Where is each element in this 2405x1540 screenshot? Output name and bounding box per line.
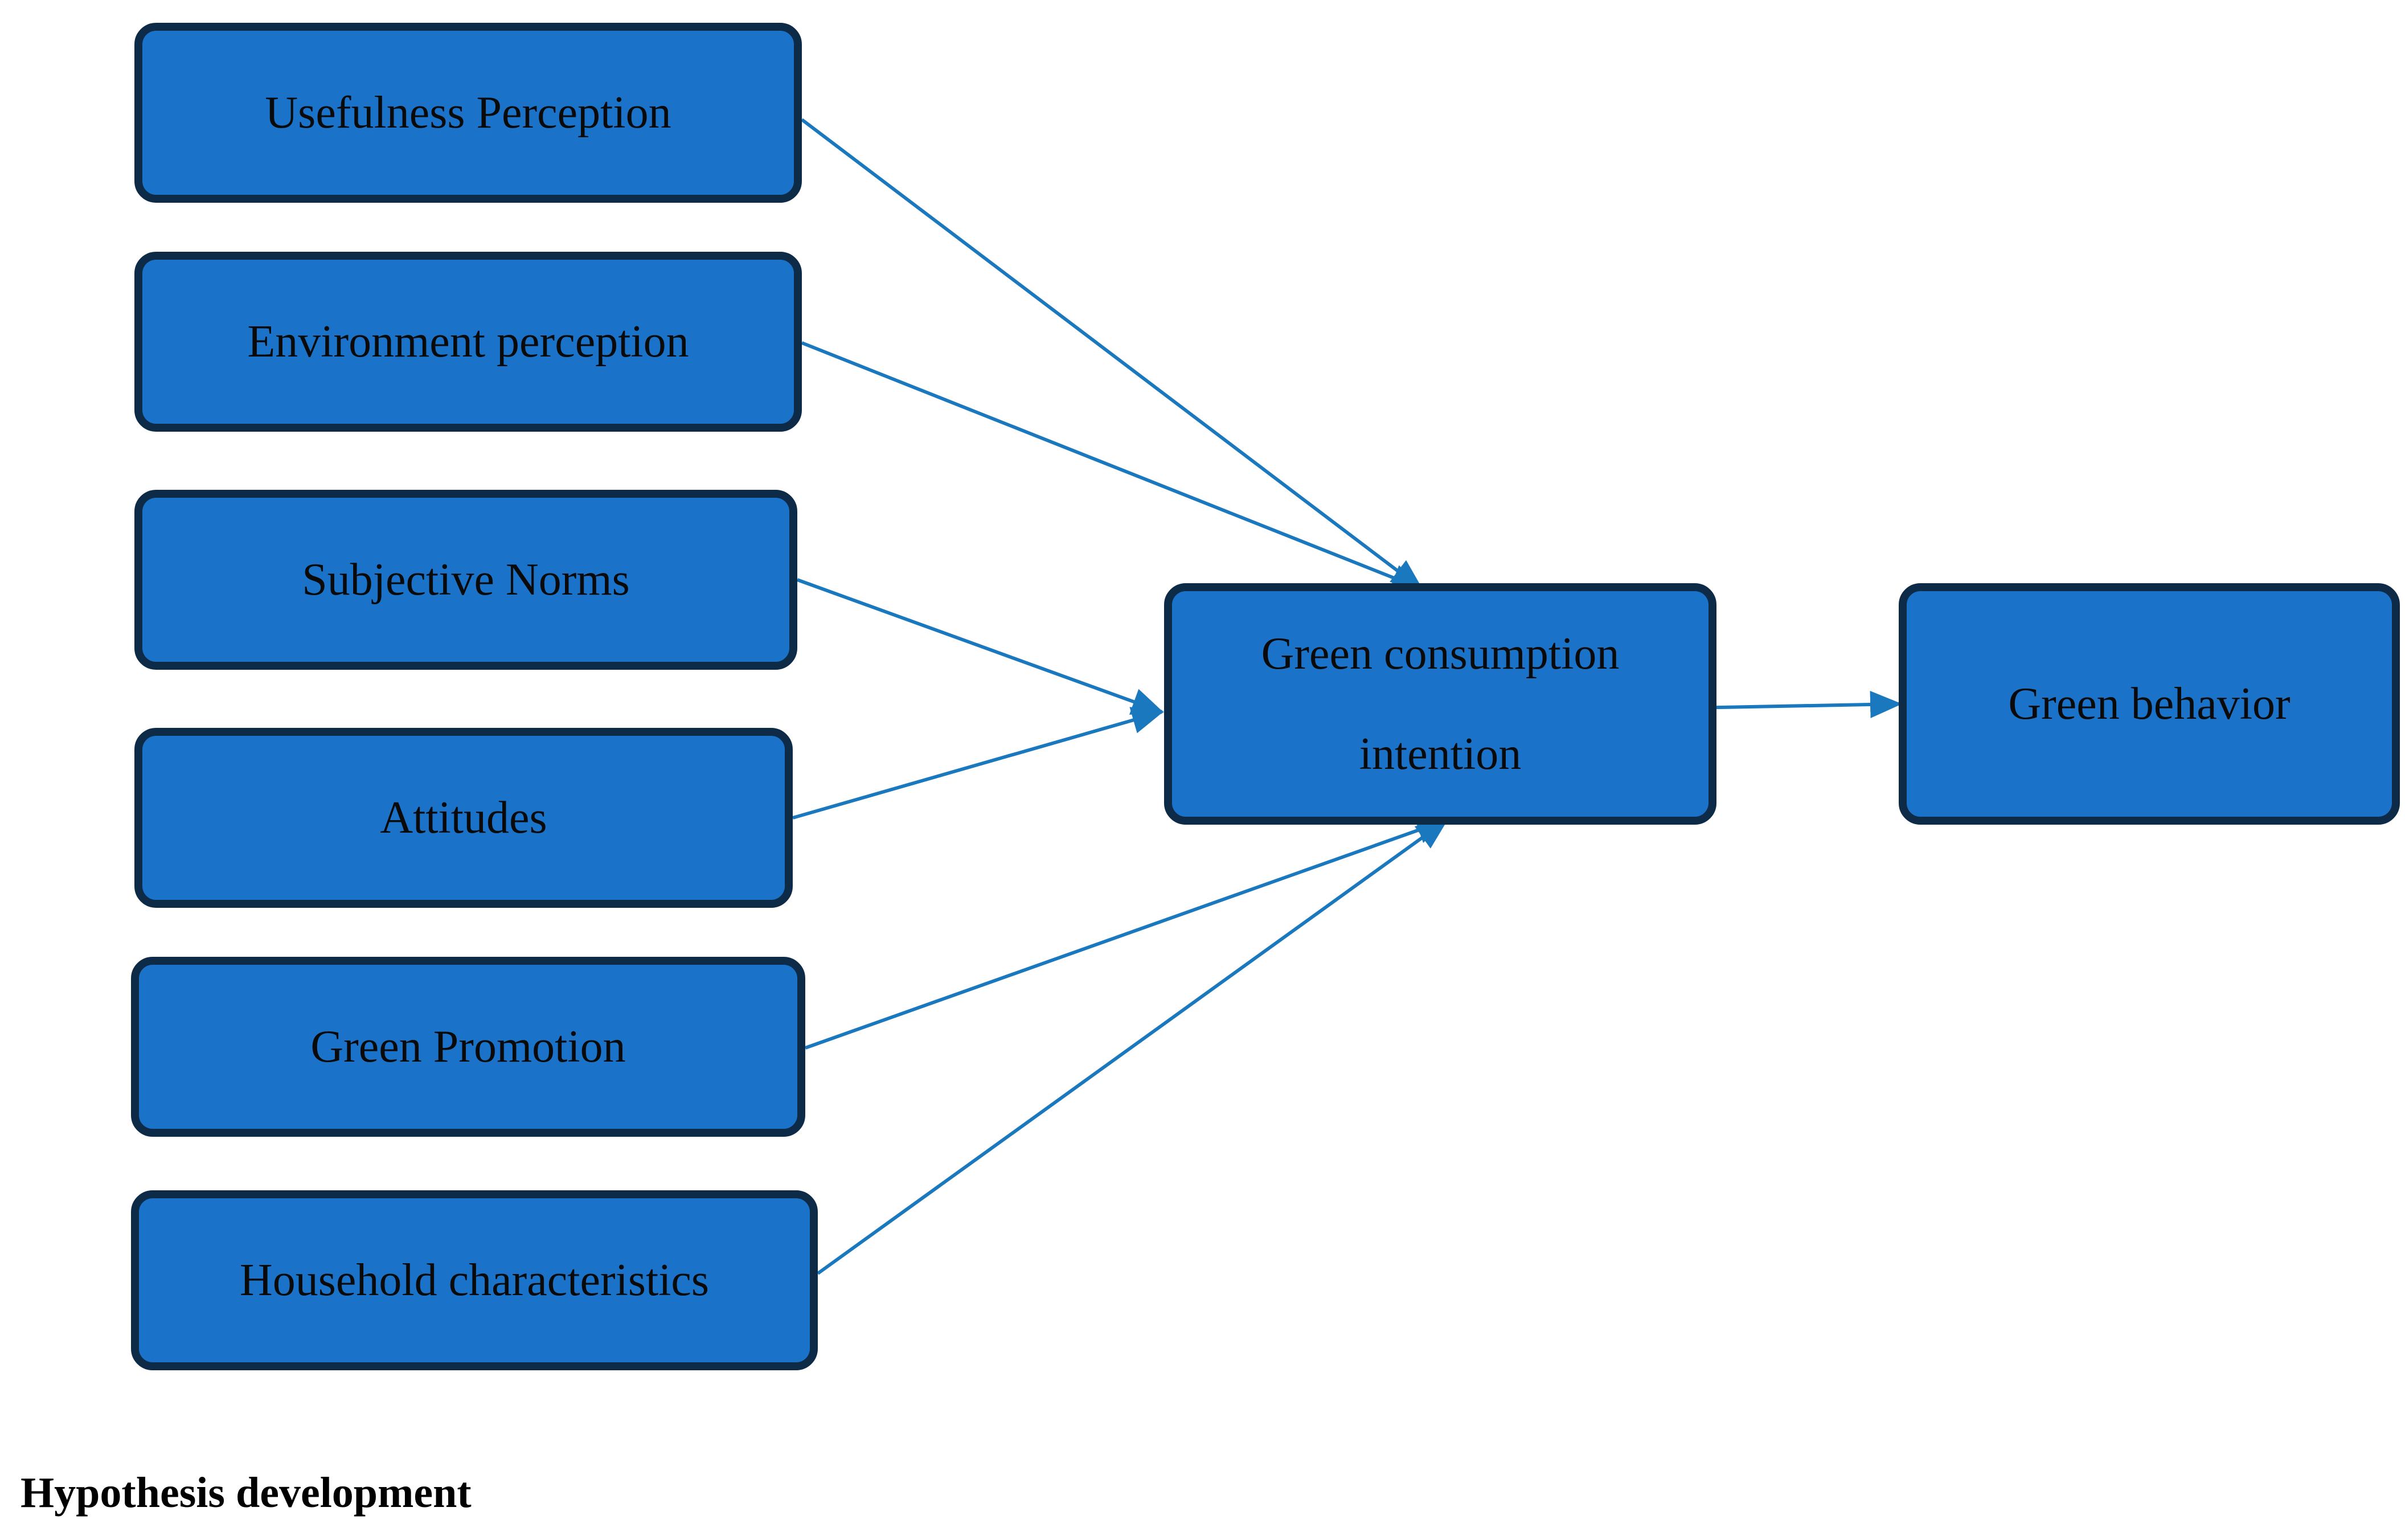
- arrow-environment-to-intention: [801, 341, 1424, 591]
- node-subjective-norms: Subjective Norms: [134, 490, 797, 670]
- node-label: Green Promotion: [310, 1022, 626, 1072]
- node-label: Subjective Norms: [302, 555, 630, 605]
- node-label: Green behavior: [2008, 679, 2291, 729]
- node-label: Usefulness Perception: [265, 88, 671, 138]
- node-household-characteristics: Household characteristics: [131, 1190, 818, 1370]
- node-label: Household characteristics: [239, 1255, 710, 1305]
- node-green-behavior: Green behavior: [1899, 583, 2400, 825]
- node-green-consumption-intention: Green consumption intention: [1164, 583, 1716, 825]
- node-label: Attitudes: [380, 793, 547, 843]
- figure-caption: Hypothesis development: [21, 1469, 472, 1517]
- node-label-line1: Green consumption: [1261, 629, 1620, 679]
- node-usefulness-perception: Usefulness Perception: [134, 23, 802, 203]
- arrow-attitudes-to-intention: [792, 707, 1164, 820]
- node-green-promotion: Green Promotion: [131, 957, 805, 1137]
- node-environment-perception: Environment perception: [134, 252, 802, 432]
- node-attitudes: Attitudes: [134, 728, 793, 908]
- node-label-group: Green consumption intention: [1261, 604, 1620, 804]
- arrow-usefulness-to-intention: [801, 118, 1424, 591]
- arrow-household-to-intention: [817, 818, 1449, 1275]
- arrow-promotion-to-intention: [804, 817, 1449, 1050]
- node-label: Environment perception: [247, 317, 689, 367]
- node-label-line2: intention: [1359, 729, 1522, 779]
- arrow-norms-to-intention: [796, 578, 1164, 715]
